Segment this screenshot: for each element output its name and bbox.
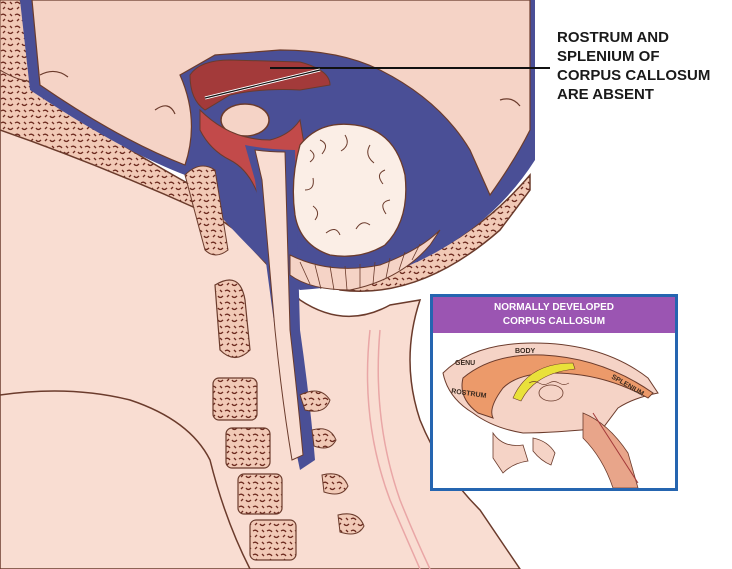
cerebellar-arbor-lines xyxy=(299,243,421,291)
annotation-line: CORPUS CALLOSUM xyxy=(557,67,711,84)
spinous-processes xyxy=(299,390,365,535)
jaw-outline xyxy=(0,390,251,569)
brain-sulcus xyxy=(154,105,176,115)
inset-header-line: CORPUS CALLOSUM xyxy=(502,316,606,327)
inset-label-genu: GENU xyxy=(455,360,475,367)
neck-skin-line xyxy=(366,329,421,569)
inset-lower-structures xyxy=(492,431,529,474)
inset-header: NORMALLY DEVELOPED CORPUS CALLOSUM xyxy=(433,297,675,333)
brain-sulcus xyxy=(39,70,69,78)
annotation-line: ARE ABSENT xyxy=(557,86,654,103)
inset-brainstem xyxy=(582,412,639,488)
annotation-line: ROSTRUM AND xyxy=(557,29,669,46)
spinal-cord xyxy=(254,149,304,461)
thalamus xyxy=(220,103,270,137)
cerebellum-folia xyxy=(304,134,391,236)
cerebrum xyxy=(31,0,531,197)
inset-midline-line xyxy=(592,412,639,484)
inset-corpus-callosum-highlight xyxy=(512,362,576,402)
clivus-bone xyxy=(184,165,229,256)
neck-skin-line xyxy=(377,329,431,569)
inset-fornix-wavy xyxy=(528,381,570,385)
inset-lower-structures xyxy=(532,437,556,466)
cerebellum xyxy=(292,123,407,257)
cervical-vertebrae xyxy=(212,279,297,561)
annotation-line: SPLENIUM OF xyxy=(557,48,660,65)
inset-illustration: GENU BODY ROSTRUM SPLENIUM xyxy=(442,342,659,488)
brain-sulcus xyxy=(499,98,521,107)
annotation-label: ROSTRUM AND SPLENIUM OF CORPUS CALLOSUM … xyxy=(557,28,729,104)
inset-label-rostrum: ROSTRUM xyxy=(451,388,487,400)
cerebellar-arbor xyxy=(289,229,441,291)
inset-thalamus xyxy=(538,384,564,402)
inset-label-body: BODY xyxy=(515,348,536,355)
inset-header-line: NORMALLY DEVELOPED xyxy=(493,302,615,313)
inset-normal-corpus-callosum: NORMALLY DEVELOPED CORPUS CALLOSUM GENU … xyxy=(430,294,678,491)
pointer-line xyxy=(204,69,321,99)
inset-corpus-callosum xyxy=(461,354,654,419)
